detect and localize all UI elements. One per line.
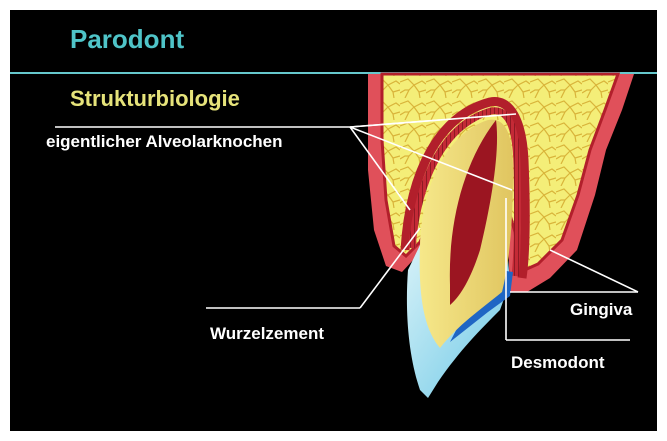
label-desmodont: Desmodont [511, 353, 605, 373]
label-gingiva: Gingiva [570, 300, 632, 320]
slide-title: Parodont [70, 24, 184, 55]
slide: Parodont Strukturbiologie eigentlicher A… [10, 10, 657, 431]
label-root-cementum: Wurzelzement [210, 324, 324, 344]
label-alveolar-bone: eigentlicher Alveolarknochen [46, 132, 283, 152]
slide-subtitle: Strukturbiologie [70, 86, 240, 112]
